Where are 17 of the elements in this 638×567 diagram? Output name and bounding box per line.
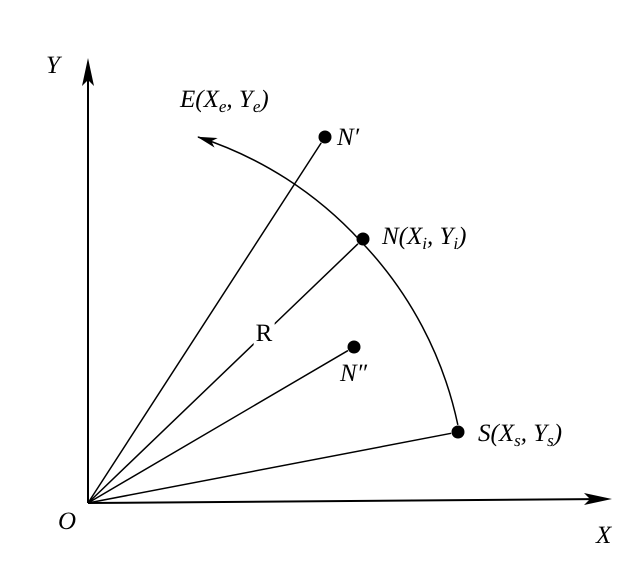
- radius-line: [87, 243, 358, 504]
- radius-line: [88, 350, 348, 504]
- radius-line: [87, 142, 322, 504]
- point-dot: [356, 232, 370, 246]
- point-label: N″: [340, 360, 368, 388]
- axis-label: X: [596, 522, 612, 550]
- edge-label: R: [254, 321, 274, 348]
- point-label: N(X$_{i}$, Y$_{i}$): [382, 223, 466, 251]
- point-label: N′: [337, 124, 360, 152]
- point-label: S(X$_{s}$, Y$_{s}$): [478, 420, 562, 448]
- point-label: E(X$_{e}$, Y$_{e}$): [180, 86, 269, 114]
- point-dot: [348, 340, 360, 354]
- point-label: O: [58, 508, 76, 536]
- axis-label: Y: [46, 52, 60, 80]
- arc-arrow: [197, 136, 459, 426]
- point-dot: [452, 426, 464, 438]
- point-dot: [318, 130, 332, 144]
